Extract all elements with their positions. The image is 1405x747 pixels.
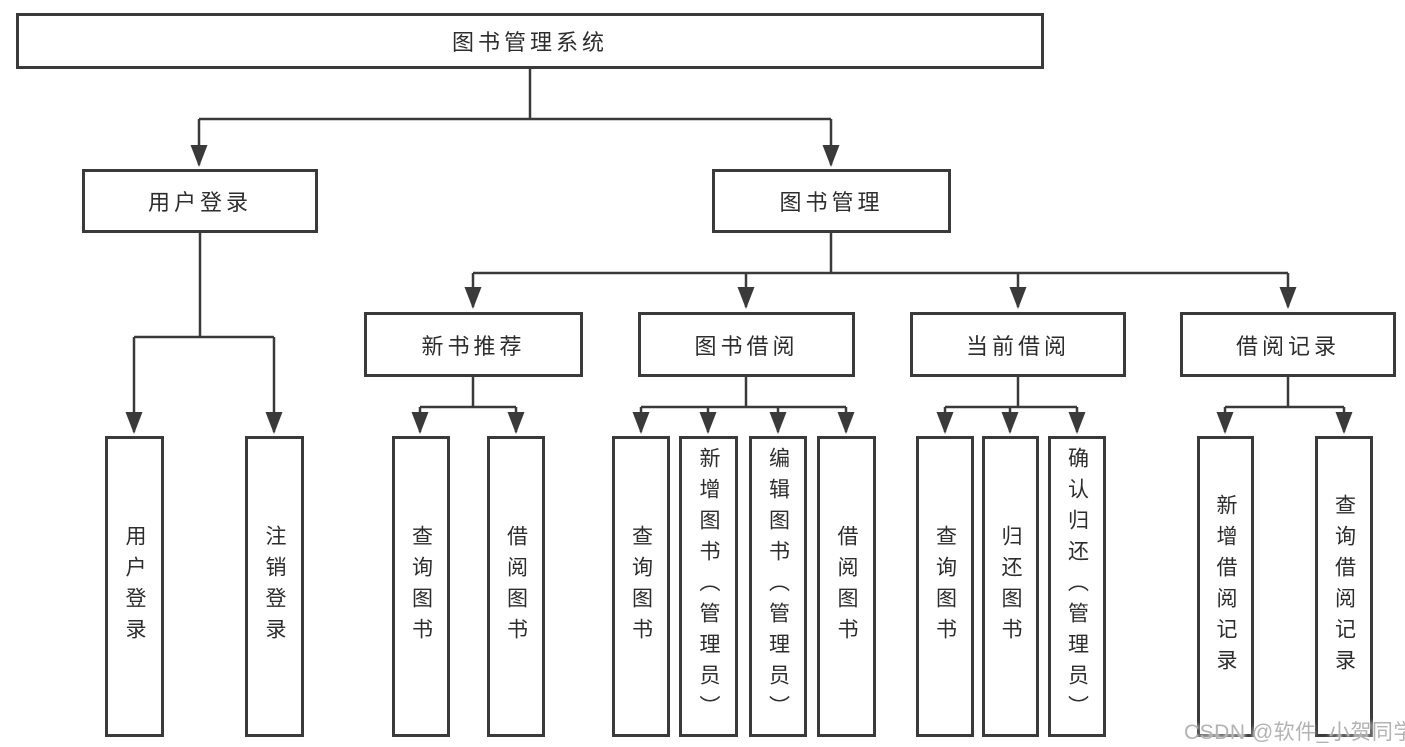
- node-label: 借阅图书: [835, 524, 858, 649]
- node-label: 注销登录: [263, 524, 286, 649]
- node-label: 当前借阅: [965, 333, 1070, 359]
- node-label: 图书管理: [779, 190, 884, 215]
- node-label: 查询图书: [629, 524, 653, 649]
- leaf-query-books-recommend: 查询图书: [392, 436, 450, 737]
- node-book-borrow: 图书借阅: [638, 312, 855, 377]
- leaf-query-books-current: 查询图书: [916, 436, 974, 737]
- node-label: 确认归还（管理员）: [1065, 447, 1089, 726]
- leaf-query-books-borrow: 查询图书: [612, 436, 670, 737]
- leaf-return-book: 归还图书: [982, 436, 1039, 737]
- leaf-confirm-return-admin: 确认归还（管理员）: [1048, 436, 1106, 737]
- connector-book-borrow-children: [632, 377, 855, 434]
- node-label: 新书推荐: [421, 333, 526, 359]
- connector-borrow-record-children: [1216, 377, 1353, 434]
- node-label: 编辑图书（管理员）: [766, 447, 790, 726]
- connector-user-login-children: [125, 233, 283, 434]
- leaf-logout: 注销登录: [245, 436, 304, 737]
- node-label: 新增图书（管理员）: [697, 447, 720, 726]
- connector-current-borrow-children: [936, 377, 1086, 434]
- leaf-borrow-books: 借阅图书: [817, 436, 876, 737]
- node-new-book-recommend: 新书推荐: [364, 312, 583, 377]
- connector-book-management-children: [464, 233, 1297, 309]
- connector-new-book-children: [411, 377, 525, 434]
- node-label: 借阅记录: [1235, 333, 1340, 359]
- leaf-borrow-books-recommend: 借阅图书: [487, 436, 545, 737]
- node-label: 查询图书: [409, 524, 433, 649]
- node-label: 图书管理系统: [451, 30, 608, 55]
- connector-root-to-level2: [190, 69, 840, 167]
- node-label: 图书借阅: [694, 333, 799, 359]
- node-label: 查询借阅记录: [1332, 493, 1356, 680]
- node-label: 借阅图书: [504, 524, 528, 649]
- leaf-edit-book-admin: 编辑图书（管理员）: [749, 436, 807, 737]
- leaf-add-book-admin: 新增图书（管理员）: [679, 436, 738, 737]
- watermark: CSDN @软件_小贺同学: [1184, 721, 1405, 744]
- node-label: 用户登录: [123, 524, 146, 649]
- node-user-login-branch: 用户登录: [82, 169, 318, 233]
- node-label: 归还图书: [999, 524, 1022, 649]
- node-label: 新增借阅记录: [1214, 493, 1237, 680]
- node-current-borrow: 当前借阅: [910, 312, 1126, 377]
- leaf-query-borrow-record: 查询借阅记录: [1315, 436, 1373, 737]
- leaf-user-login: 用户登录: [105, 436, 164, 737]
- node-borrow-records: 借阅记录: [1180, 312, 1396, 377]
- node-label: 用户登录: [147, 190, 252, 215]
- node-book-management: 图书管理: [712, 169, 951, 233]
- node-root: 图书管理系统: [16, 13, 1044, 69]
- leaf-add-borrow-record: 新增借阅记录: [1197, 436, 1254, 737]
- node-label: 查询图书: [933, 524, 957, 649]
